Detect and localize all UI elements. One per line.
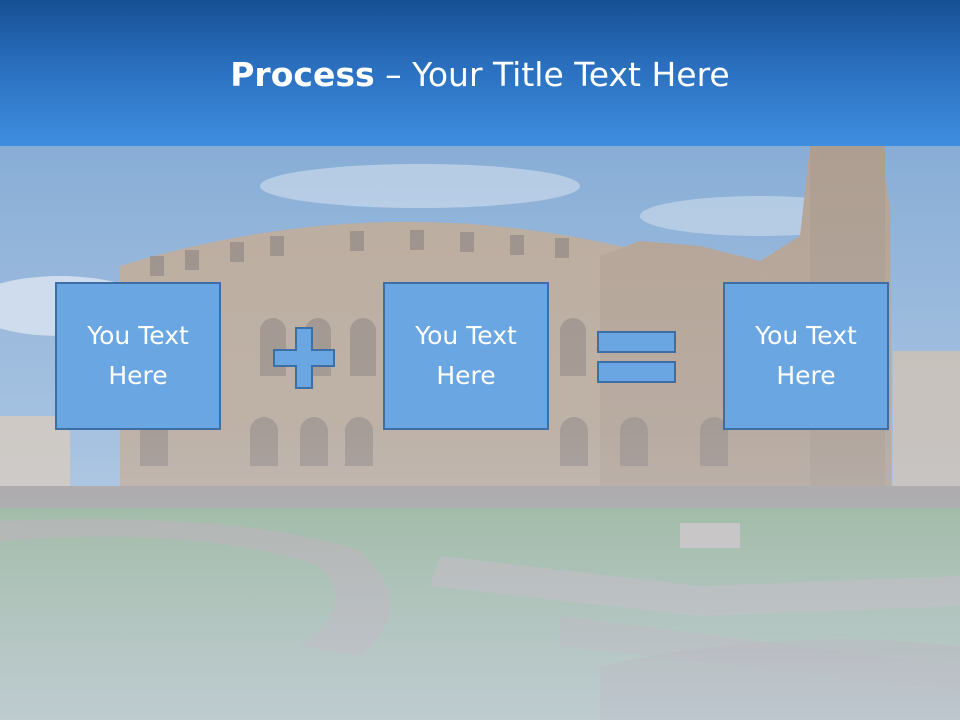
process-box-2[interactable]: You Text Here (383, 282, 549, 430)
plus-icon (273, 327, 335, 389)
slide-title: Process – Your Title Text Here (0, 52, 960, 98)
equals-icon (597, 331, 676, 383)
photo-overlay (0, 146, 960, 720)
title-bar: Process – Your Title Text Here (0, 0, 960, 146)
process-box-1-text: You Text Here (87, 321, 189, 390)
title-bold: Process (230, 55, 375, 94)
title-rest: – Your Title Text Here (374, 55, 730, 94)
process-box-1[interactable]: You Text Here (55, 282, 221, 430)
process-box-3[interactable]: You Text Here (723, 282, 889, 430)
process-box-2-text: You Text Here (415, 321, 517, 390)
background-photo (0, 146, 960, 720)
process-box-3-text: You Text Here (755, 321, 857, 390)
